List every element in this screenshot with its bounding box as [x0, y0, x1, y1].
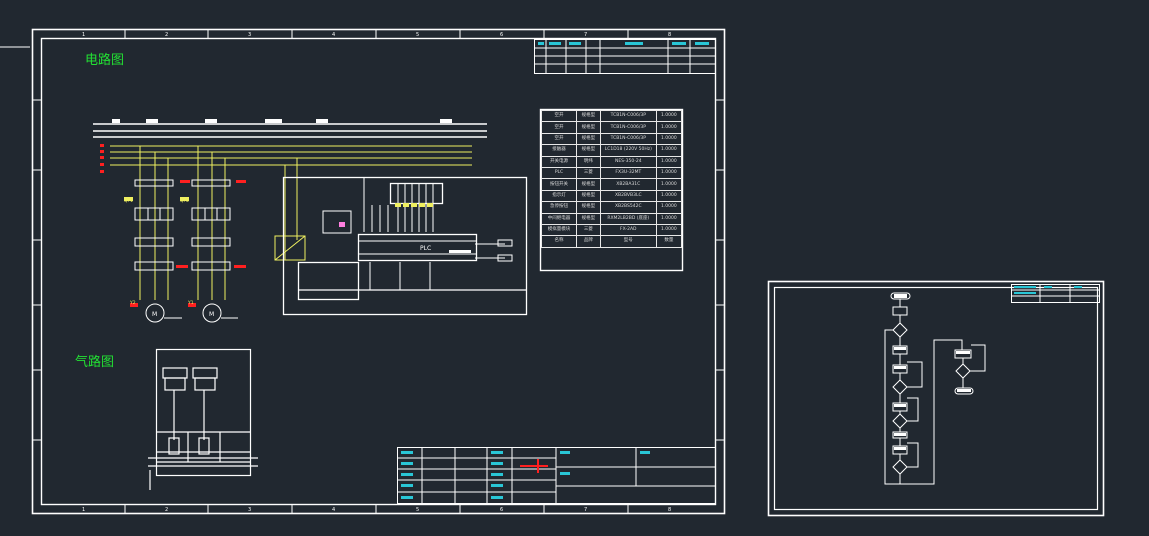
table-cell: 规格型	[576, 121, 601, 134]
table-cell: 空开	[541, 109, 577, 123]
table-cell: 规格型	[576, 178, 601, 191]
table-cell: 1.0000	[655, 144, 683, 157]
electrical-diagram-title: 电路图	[85, 53, 125, 68]
table-cell: FX3U-32MT	[599, 166, 657, 180]
table-cell: XB2BVB3LC	[599, 189, 657, 203]
title-block	[397, 447, 716, 504]
table-cell: TCB1N-C006/3P	[599, 132, 657, 146]
revision-table	[534, 39, 716, 74]
table-cell: 1.0000	[655, 121, 683, 134]
flowchart-icon	[884, 292, 986, 485]
table-cell: TCB1N-C006/3P	[599, 121, 657, 134]
pneumatic-schematic[interactable]	[148, 348, 258, 491]
table-cell: 数量	[655, 235, 683, 248]
table-cell: 规格型	[576, 189, 601, 203]
svg-text:1: 1	[82, 32, 85, 38]
pneumatic-diagram-title: 气路图	[75, 355, 115, 370]
table-cell: 1.0000	[655, 201, 683, 214]
table-cell: 中间继电器	[541, 212, 577, 225]
table-cell: 三菱	[576, 166, 601, 180]
qf1-label: QF1	[124, 198, 133, 204]
svg-text:8: 8	[668, 507, 671, 513]
table-cell: 急停按钮	[541, 201, 577, 214]
table-cell: TCB1N-C006/3P	[599, 109, 657, 123]
table-cell: 1.0000	[655, 132, 683, 146]
electrical-schematic[interactable]: QF1 QF2 M M Y2 Y1	[93, 119, 528, 323]
plc-module-icon	[357, 233, 513, 262]
table-cell: 1.0000	[655, 155, 683, 168]
table-cell: LC1D18 (220V 50Hz)	[599, 144, 657, 157]
svg-text:1: 1	[82, 507, 85, 513]
svg-text:7: 7	[584, 507, 587, 513]
svg-text:6: 6	[500, 32, 503, 38]
svg-text:2: 2	[165, 32, 168, 38]
table-cell: 规格型	[576, 109, 601, 123]
plc-label: PLC	[420, 245, 431, 252]
table-cell: 规格型	[576, 132, 601, 146]
table-cell: NES-350-24	[599, 155, 657, 168]
motor-icon	[145, 303, 238, 323]
table-cell: 1.0000	[655, 189, 683, 203]
svg-text:4: 4	[332, 507, 335, 513]
table-cell: 规格型	[576, 212, 601, 225]
table-cell: 三菱	[576, 223, 601, 237]
table-cell: 模拟量模块	[541, 223, 577, 237]
table-cell: 指示灯	[541, 189, 577, 203]
table-cell: 品牌	[576, 235, 601, 248]
table-cell: 1.0000	[655, 223, 683, 237]
svg-text:6: 6	[500, 507, 503, 513]
table-cell: 1.0000	[655, 212, 683, 225]
table-row: 名称品牌型号数量	[541, 235, 683, 248]
svg-text:5: 5	[416, 507, 419, 513]
cylinder-icon	[162, 367, 218, 455]
svg-text:8: 8	[668, 32, 671, 38]
table-cell: FX-2AD	[599, 223, 657, 237]
svg-text:3: 3	[248, 507, 251, 513]
table-cell: 名称	[541, 235, 577, 248]
svg-text:5: 5	[416, 32, 419, 38]
table-cell: XB2BA31C	[599, 178, 657, 191]
svg-text:4: 4	[332, 32, 335, 38]
table-cell: 空开	[541, 132, 577, 146]
svg-text:2: 2	[165, 507, 168, 513]
table-cell: 1.0000	[655, 109, 683, 123]
table-cell: 空开	[541, 121, 577, 134]
main-drawing-sheet: 1 2 3 4 5 6 7 8 1 2 3 4 5 6 7 8	[31, 28, 726, 515]
y1-label: Y1	[187, 300, 194, 306]
table-cell: 明纬	[576, 155, 601, 168]
table-cell: 按钮开关	[541, 178, 577, 191]
table-cell: 开关电源	[541, 155, 577, 168]
table-cell: 1.0000	[655, 178, 683, 191]
table-cell: 1.0000	[655, 166, 683, 180]
table-cell: XB2BS542C	[599, 201, 657, 214]
table-cell: PLC	[541, 166, 577, 180]
table-cell: 接触器	[541, 144, 577, 157]
table-cell: 规格型	[576, 201, 601, 214]
motor-2-label: M	[209, 311, 214, 318]
y2-label: Y2	[129, 300, 136, 306]
flowchart-sheet[interactable]	[767, 280, 1105, 517]
table-cell: 型号	[599, 235, 657, 248]
table-cell: RXM2LB2BD (底座)	[599, 212, 657, 225]
table-cell: 规格型	[576, 144, 601, 157]
motor-1-label: M	[152, 311, 157, 318]
qf2-label: QF2	[180, 198, 189, 204]
svg-text:3: 3	[248, 32, 251, 38]
svg-text:7: 7	[584, 32, 587, 38]
